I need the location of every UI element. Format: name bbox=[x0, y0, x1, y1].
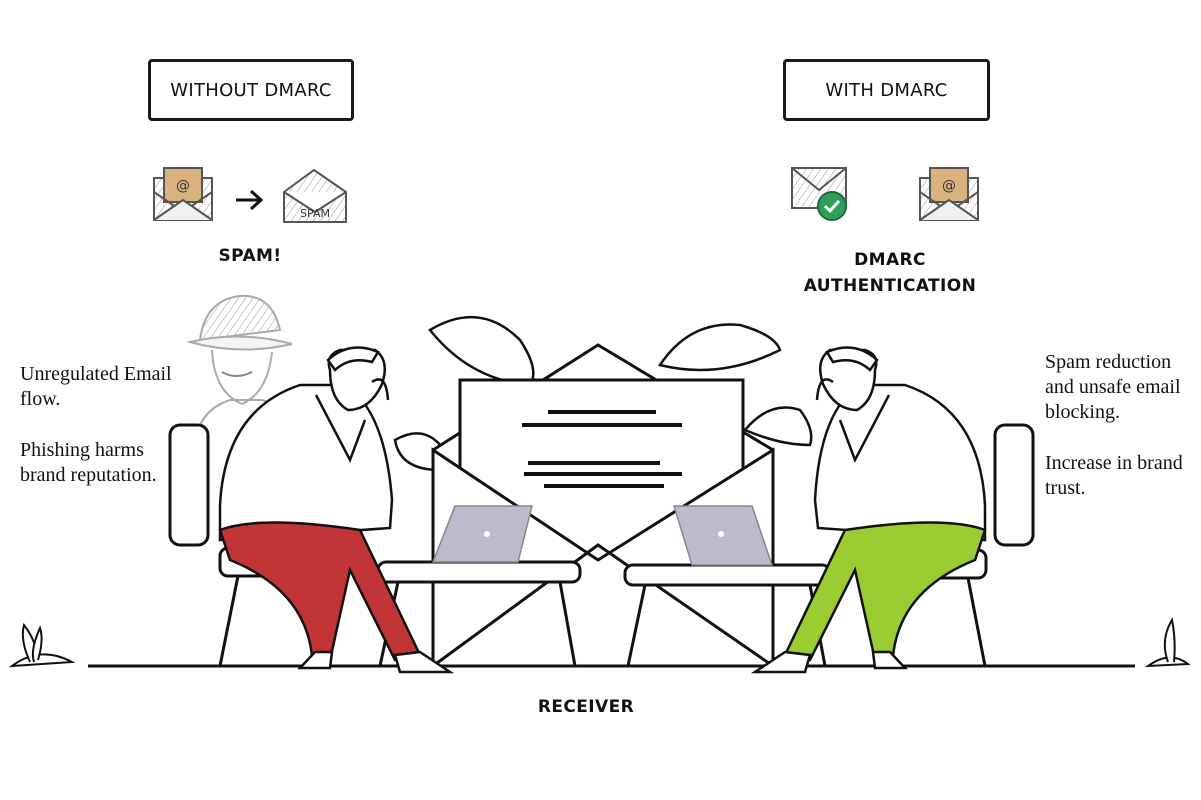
spam-envelope-text: SPAM bbox=[300, 207, 330, 220]
svg-text:@: @ bbox=[942, 178, 956, 194]
note-spam-reduction: Spam reduction and unsafe email blocking… bbox=[1045, 351, 1181, 423]
right-laptop bbox=[672, 505, 774, 566]
email-envelope-icon: @ bbox=[153, 167, 213, 221]
arrow-right-icon bbox=[236, 189, 264, 211]
dmarc-authentication-label: DMARC AUTHENTICATION bbox=[803, 250, 977, 296]
email-envelope-icon: @ bbox=[919, 167, 979, 221]
right-person bbox=[750, 346, 987, 674]
receiver-label: RECEIVER bbox=[537, 697, 635, 717]
left-laptop bbox=[431, 505, 533, 563]
with-dmarc-label: WITH DMARC bbox=[783, 59, 990, 121]
note-unregulated-flow: Unregulated Email flow. bbox=[20, 363, 172, 410]
svg-text:@: @ bbox=[176, 178, 190, 194]
without-dmarc-label: WITHOUT DMARC bbox=[148, 59, 354, 121]
plant-left-icon bbox=[8, 622, 76, 668]
plant-right-icon bbox=[1144, 617, 1191, 668]
without-dmarc-notes: Unregulated Email flow. Phishing harms b… bbox=[20, 362, 180, 514]
note-brand-trust: Increase in brand trust. bbox=[1045, 452, 1183, 499]
central-envelope bbox=[393, 315, 813, 668]
verified-envelope-icon bbox=[791, 167, 847, 221]
left-person bbox=[218, 346, 455, 674]
spam-envelope-icon: SPAM bbox=[283, 168, 347, 223]
with-dmarc-notes: Spam reduction and unsafe email blocking… bbox=[1045, 350, 1195, 527]
hacker-icon bbox=[186, 294, 301, 441]
note-phishing-harm: Phishing harms brand reputation. bbox=[20, 439, 157, 486]
spam-result-label: SPAM! bbox=[218, 246, 282, 266]
leaf-decoration-right bbox=[657, 323, 813, 447]
